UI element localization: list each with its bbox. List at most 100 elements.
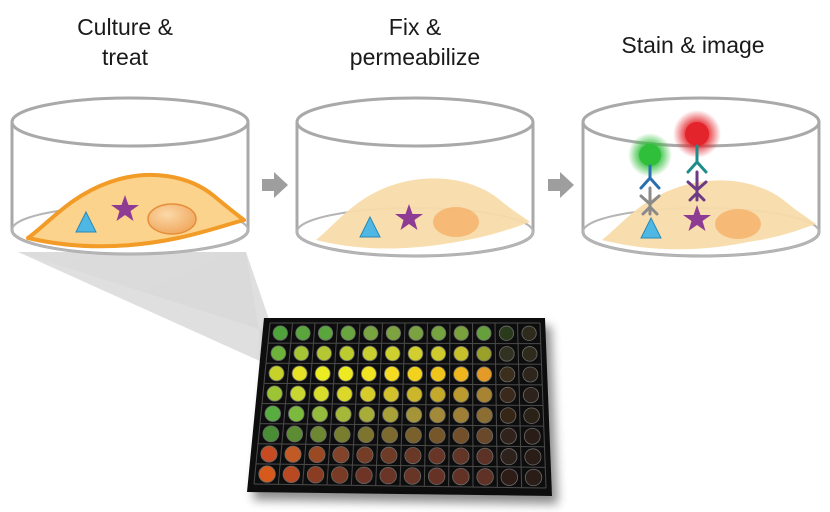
plate-well <box>499 407 517 424</box>
plate-well <box>429 406 446 424</box>
plate-well <box>358 406 376 423</box>
plate-well <box>359 386 376 403</box>
plate-well <box>379 467 397 485</box>
plate-well <box>382 406 399 423</box>
plate-well <box>270 345 287 361</box>
plate-well <box>381 426 399 444</box>
plate-well <box>476 447 494 465</box>
plate-well <box>524 468 543 487</box>
plate-well <box>405 406 423 423</box>
plate-well <box>403 467 422 485</box>
cell-live <box>26 172 246 249</box>
plate-well <box>337 365 354 382</box>
arrow-right-icon <box>548 172 574 198</box>
plate-well <box>384 345 401 362</box>
plate-well <box>385 325 401 341</box>
projection-beam-face <box>18 252 270 362</box>
plate-well <box>380 446 398 464</box>
plate-well <box>363 325 379 341</box>
plate-grid-line <box>267 342 541 345</box>
cell-fixed <box>316 178 530 249</box>
plate-well <box>524 448 542 466</box>
plate-well <box>453 366 470 383</box>
plate-well <box>408 325 424 341</box>
plate-well <box>310 425 327 443</box>
plate-well <box>500 427 517 445</box>
plate-grid-line <box>253 483 547 489</box>
plate-well <box>262 425 280 443</box>
plate-well <box>260 445 278 463</box>
plate-well <box>335 406 352 423</box>
plate-well <box>427 467 446 485</box>
plate-grid-line <box>259 423 544 427</box>
star-antigen-icon <box>111 195 139 221</box>
plate-well <box>291 365 308 382</box>
antibody-green-icon <box>628 133 672 216</box>
star-antigen-icon <box>683 205 711 231</box>
plate-well <box>476 325 492 341</box>
plate-well <box>521 325 537 341</box>
plate-well <box>453 386 470 403</box>
plate-well <box>522 387 540 404</box>
step-title-stain: Stain & image <box>578 30 808 60</box>
plate-well <box>429 386 446 403</box>
plate-well <box>282 465 300 484</box>
plate-well <box>476 427 494 445</box>
plate-wells <box>258 325 543 487</box>
plate-well <box>264 405 281 422</box>
star-antigen-icon <box>395 204 423 230</box>
plate-well <box>383 386 400 403</box>
plate-well <box>522 366 539 383</box>
plate-well <box>316 345 332 362</box>
plate-grid-line <box>263 382 543 386</box>
nucleus <box>147 203 197 235</box>
plate-well <box>355 466 373 484</box>
plate-well <box>306 466 325 484</box>
plate-well <box>356 446 374 464</box>
plate-well <box>404 447 422 465</box>
plate-well <box>523 427 541 445</box>
plate-well <box>476 386 493 403</box>
step-title-fix: Fix & permeabilize <box>315 12 515 72</box>
plate-well <box>295 325 311 341</box>
plate-well <box>308 445 326 463</box>
plate-well <box>336 385 353 402</box>
triangle-antigen-icon <box>359 215 381 238</box>
nucleus <box>433 207 479 237</box>
step-title-culture: Culture & treat <box>40 12 210 72</box>
plate-well <box>499 366 516 383</box>
plate-well <box>362 345 378 362</box>
plate-well <box>407 366 423 382</box>
plate-grid <box>253 322 547 489</box>
plate-well <box>500 468 518 486</box>
well-plate <box>247 318 552 496</box>
plate-well <box>499 386 516 404</box>
plate-well <box>428 427 446 444</box>
plate-well <box>314 365 331 382</box>
plate-well <box>284 445 302 463</box>
plate-well <box>431 325 447 341</box>
plate-well <box>452 406 470 424</box>
plate-well <box>428 447 446 465</box>
plate-well <box>500 448 518 466</box>
plate-well <box>498 325 515 341</box>
triangle-antigen-icon <box>640 216 662 239</box>
plate-well <box>288 405 305 423</box>
plate-well <box>476 366 493 383</box>
plate-well <box>521 346 538 362</box>
plate-well <box>499 346 515 362</box>
plate-well <box>452 447 470 465</box>
plate-well <box>357 426 375 444</box>
arrow-right-icon <box>262 172 288 198</box>
step-title-stain-line1: Stain & image <box>621 32 765 58</box>
plate-grid-line <box>265 362 542 365</box>
plate-well <box>331 466 349 484</box>
plate-well <box>268 365 285 382</box>
plate-grid-line <box>255 463 546 468</box>
plate-well <box>406 386 423 403</box>
plate-well <box>452 467 470 486</box>
plate-well <box>311 405 329 423</box>
nucleus <box>715 209 761 239</box>
plate-well <box>476 468 494 486</box>
